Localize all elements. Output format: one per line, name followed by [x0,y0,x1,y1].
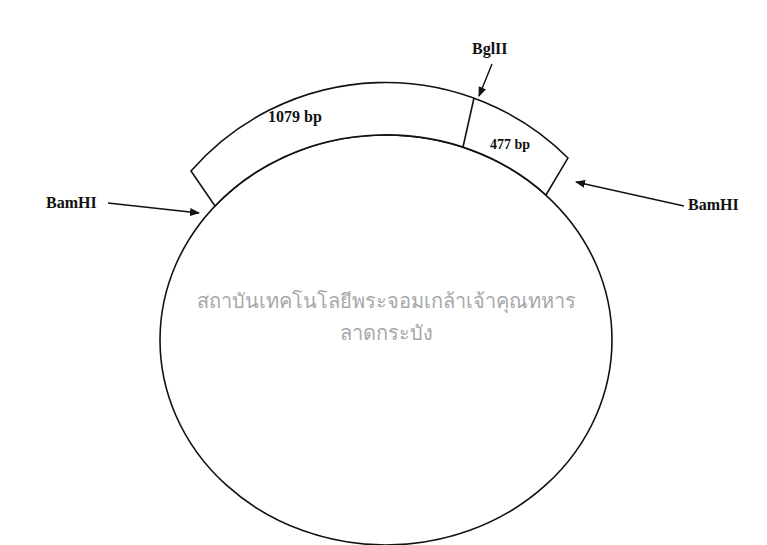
insert-band [191,82,568,206]
site-label: BglII [472,40,508,58]
site-arrow [576,182,684,206]
site-label: BamHI [688,196,739,214]
plasmid-backbone [160,135,612,545]
site-arrow [108,203,199,213]
fragment-size: 477 bp [490,137,530,153]
watermark: สถาบันเทคโนโลยีพระจอมเกล้าเจ้าคุณทหารลาด… [196,285,576,349]
bglii-site [463,98,474,147]
fragment-size: 1079 bp [268,108,322,126]
site-label: BamHI [46,194,97,212]
site-arrow [479,64,492,96]
